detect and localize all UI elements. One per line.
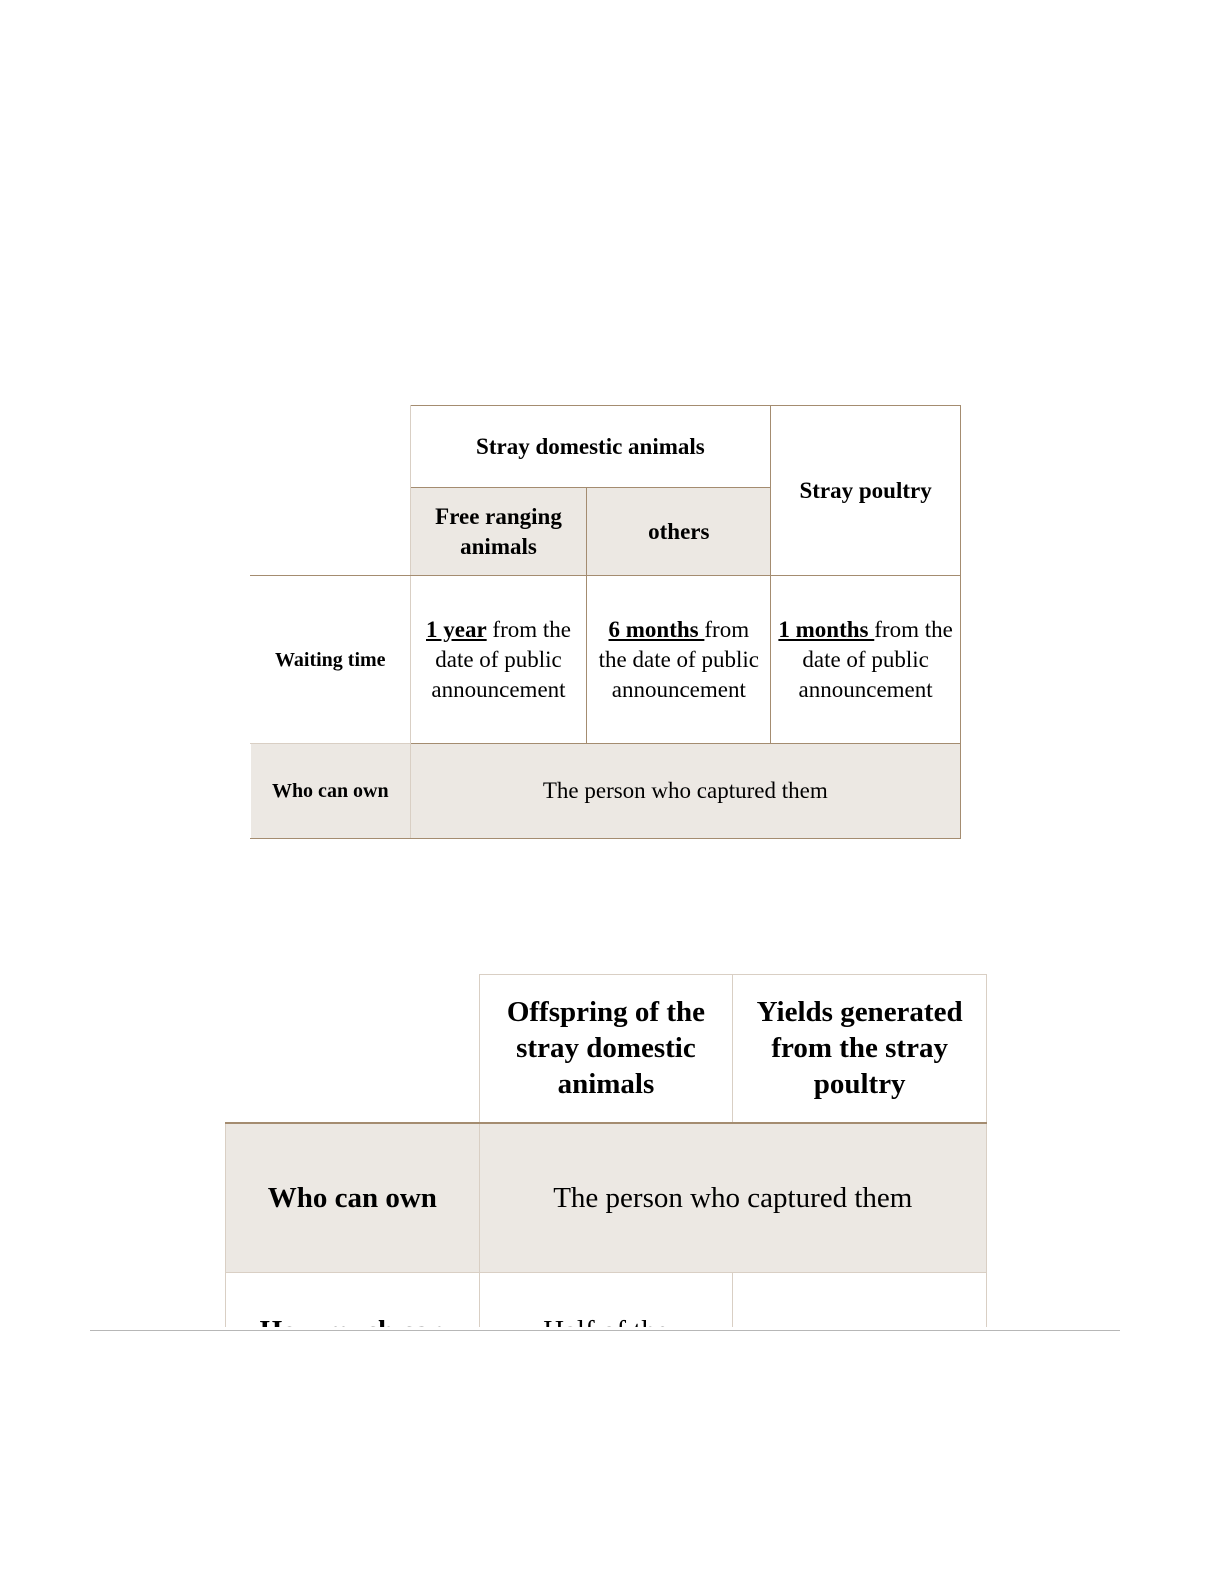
offspring-yields-table-viewport: Offspring of the stray domestic animals … — [225, 974, 987, 1327]
group-header-stray-domestic: Stray domestic animals — [409, 405, 772, 488]
header-yields: Yields generated from the stray poultry — [732, 974, 987, 1124]
cell-wait-others: 6 months from the date of public announc… — [586, 575, 772, 744]
subheader-others: others — [586, 487, 772, 576]
cell-wait-poultry: 1 months from the date of public announc… — [770, 575, 961, 744]
wait-free-em: 1 year — [426, 616, 487, 642]
wait-poultry-em: 1 months — [778, 616, 875, 642]
page-bottom-rule — [90, 1330, 1120, 1331]
cell-howmuch-yields — [732, 1272, 987, 1327]
cell-howmuch-offspring: Half of the — [478, 1272, 734, 1327]
row-label-who-can-own: Who can own — [250, 743, 411, 839]
row-label-who-can-own: Who can own — [225, 1122, 480, 1273]
corner-cell — [225, 974, 480, 1124]
cell-own-value: The person who captured them — [409, 743, 962, 839]
wait-others-em: 6 months — [608, 616, 705, 642]
header-stray-poultry: Stray poultry — [770, 405, 961, 576]
header-offspring: Offspring of the stray domestic animals — [478, 974, 734, 1124]
corner-cell — [250, 405, 411, 576]
wait-others-text: from the date of public announcement — [598, 616, 759, 702]
wait-free-text: from the date of public announcement — [431, 616, 571, 702]
wait-poultry-text: from the date of public announcement — [798, 616, 953, 702]
row-label-waiting-time: Waiting time — [250, 575, 411, 744]
row-label-how-much: How much can — [225, 1272, 480, 1327]
stray-animals-table: Stray domestic animals Stray poultry Fre… — [250, 405, 962, 839]
cell-wait-free: 1 year from the date of public announcem… — [409, 575, 588, 744]
offspring-yields-table: Offspring of the stray domestic animals … — [225, 974, 987, 1327]
cell-own-value: The person who captured them — [478, 1122, 987, 1273]
subheader-free-ranging: Free ranging animals — [409, 487, 588, 576]
